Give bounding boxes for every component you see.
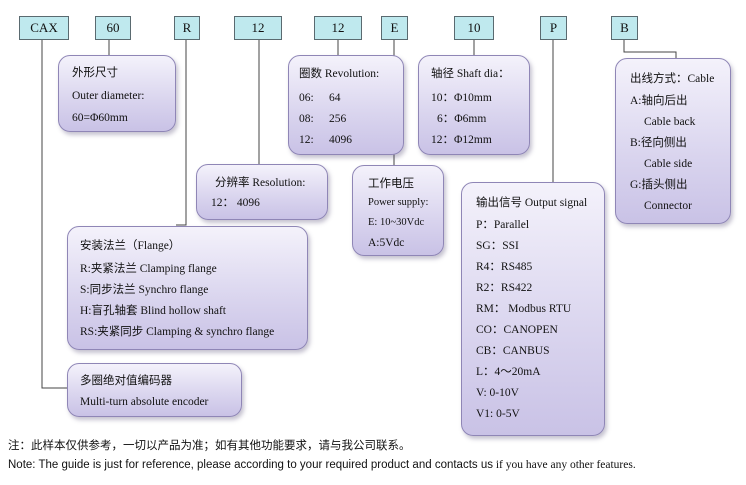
power-option-e: E: 10~30Vdc	[368, 217, 425, 228]
revolution-code-06: 06:	[299, 92, 314, 104]
cable-option-a-en: Cable back	[644, 116, 696, 128]
output-option: SG：SSI	[476, 240, 519, 252]
output-card: 输出信号 Output signal P：Parallel SG：SSI R4：…	[461, 182, 605, 436]
flange-title: 安装法兰（Flange）	[80, 240, 181, 252]
cable-option-g: G:插头侧出	[630, 179, 688, 191]
revolution-title: 圈数 Revolution:	[299, 68, 380, 80]
note-cn: 注：此样本仅供参考，一切以产品为准；如有其他功能要求，请与我公司联系。	[8, 440, 411, 452]
note-en-main: Note: The guide is just for reference, p…	[8, 459, 493, 471]
flange-option-r: R:夹紧法兰 Clamping flange	[80, 263, 217, 275]
resolution-title: 分辨率 Resolution:	[215, 177, 306, 189]
cable-option-b: B:径向侧出	[630, 137, 687, 149]
flange-option-s: S:同步法兰 Synchro flange	[80, 284, 209, 296]
code-output: P	[540, 16, 567, 40]
series-card: 多圈绝对值编码器 Multi-turn absolute encoder	[67, 363, 242, 417]
output-option: RM： Modbus RTU	[476, 303, 572, 315]
cable-title: 出线方式：Cable	[630, 73, 715, 85]
power-card: 工作电压 Power supply: E: 10~30Vdc A:5Vdc	[352, 165, 444, 256]
output-title: 输出信号 Output signal	[476, 197, 588, 209]
code-cable: B	[611, 16, 638, 40]
shaft-title: 轴径 Shaft dia：	[431, 68, 510, 80]
revolution-value-4096: 4096	[329, 134, 352, 146]
power-option-a: A:5Vdc	[368, 237, 405, 249]
power-label: Power supply:	[368, 197, 429, 208]
series-title-cn: 多圈绝对值编码器	[80, 375, 172, 387]
code-diameter: 60	[95, 16, 131, 40]
note-en: Note: The guide is just for reference, p…	[8, 459, 636, 471]
flange-card: 安装法兰（Flange） R:夹紧法兰 Clamping flange S:同步…	[67, 226, 308, 350]
revolution-card: 圈数 Revolution: 06: 64 08: 256 12: 4096	[288, 55, 404, 155]
flange-option-rs: RS:夹紧同步 Clamping & synchro flange	[80, 326, 275, 338]
revolution-code-12: 12:	[299, 134, 314, 146]
output-option: V1: 0-5V	[476, 408, 520, 420]
series-title-en: Multi-turn absolute encoder	[80, 396, 209, 408]
code-flange: R	[174, 16, 200, 40]
shaft-option-12: 12：Φ12mm	[431, 134, 492, 146]
diameter-option: 60=Φ60mm	[72, 112, 128, 124]
resolution-card: 分辨率 Resolution: 12： 4096	[196, 164, 328, 220]
output-option: L：4～20mA	[476, 366, 541, 378]
note-en-tail: if you have any other features.	[492, 459, 636, 471]
code-resolution: 12	[234, 16, 282, 40]
output-option: V: 0-10V	[476, 387, 519, 399]
output-option: CB：CANBUS	[476, 345, 550, 357]
flange-option-h: H:盲孔轴套 Blind hollow shaft	[80, 305, 226, 317]
code-series: CAX	[19, 16, 69, 40]
cable-option-a: A:轴向后出	[630, 95, 688, 107]
revolution-value-64: 64	[329, 92, 341, 104]
cable-option-b-en: Cable side	[644, 158, 693, 170]
shaft-card: 轴径 Shaft dia： 10：Φ10mm 6：Φ6mm 12：Φ12mm	[418, 55, 530, 155]
revolution-value-256: 256	[329, 113, 347, 125]
output-option: CO：CANOPEN	[476, 324, 558, 336]
resolution-option: 12： 4096	[211, 197, 260, 209]
output-option: R2：RS422	[476, 282, 533, 294]
code-power: E	[381, 16, 408, 40]
cable-option-g-en: Connector	[644, 200, 692, 212]
output-option: P：Parallel	[476, 219, 530, 231]
power-title: 工作电压	[368, 178, 414, 190]
code-shaft: 10	[454, 16, 494, 40]
diameter-label: Outer diameter:	[72, 90, 145, 102]
shaft-option-10: 10：Φ10mm	[431, 92, 492, 104]
diameter-card: 外形尺寸 Outer diameter: 60=Φ60mm	[58, 55, 176, 132]
shaft-option-6: 6：Φ6mm	[437, 113, 487, 125]
cable-card: 出线方式：Cable A:轴向后出 Cable back B:径向侧出 Cabl…	[615, 58, 731, 224]
revolution-code-08: 08:	[299, 113, 314, 125]
output-option: R4：RS485	[476, 261, 533, 273]
code-revolution: 12	[314, 16, 362, 40]
diameter-title: 外形尺寸	[72, 67, 118, 79]
